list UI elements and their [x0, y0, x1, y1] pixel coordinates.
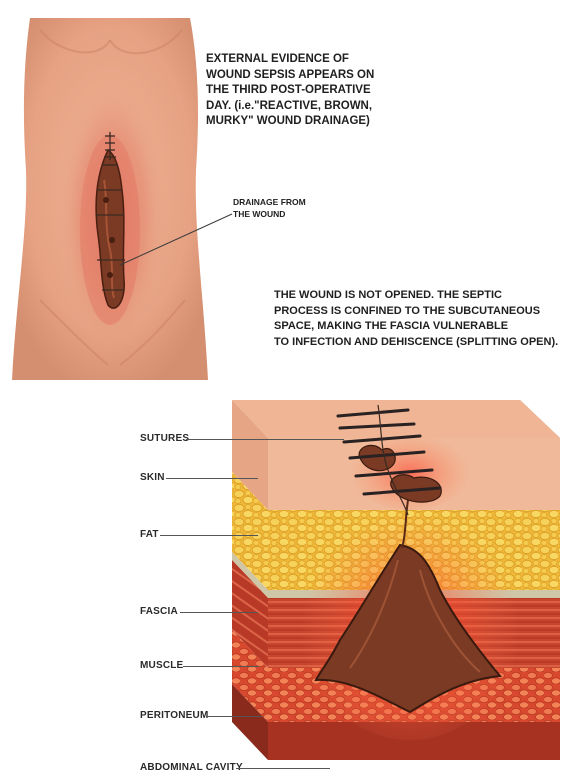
label-sutures: SUTURES	[140, 433, 189, 445]
leader-skin	[166, 478, 258, 479]
leader-fascia	[180, 612, 258, 613]
caption-line: THE THIRD POST-OPERATIVE	[206, 83, 374, 99]
caption-line: THE WOUND IS NOT OPENED. THE SEPTIC	[274, 288, 558, 304]
caption-line: DAY. (i.e."REACTIVE, BROWN,	[206, 99, 374, 115]
caption-line: SPACE, MAKING THE FASCIA VULNERABLE	[274, 319, 558, 335]
label-muscle: MUSCLE	[140, 660, 183, 672]
label-fascia: FASCIA	[140, 606, 178, 618]
leader-muscle	[183, 666, 259, 667]
drainage-label: DRAINAGE FROM THE WOUND	[233, 196, 306, 220]
caption-line: DRAINAGE FROM	[233, 196, 306, 208]
leader-sutures	[186, 439, 344, 440]
label-fat: FAT	[140, 529, 159, 541]
caption-septic-process: THE WOUND IS NOT OPENED. THE SEPTIC PROC…	[274, 288, 558, 350]
label-abdominal-cavity: ABDOMINAL CAVITY	[140, 762, 243, 774]
caption-line: WOUND SEPSIS APPEARS ON	[206, 68, 374, 84]
caption-line: THE WOUND	[233, 208, 306, 220]
caption-wound-sepsis: EXTERNAL EVIDENCE OF WOUND SEPSIS APPEAR…	[206, 52, 374, 130]
caption-line: MURKY" WOUND DRAINAGE)	[206, 114, 374, 130]
leader-fat	[160, 535, 258, 536]
caption-line: EXTERNAL EVIDENCE OF	[206, 52, 374, 68]
label-peritoneum: PERITONEUM	[140, 710, 209, 722]
caption-line: TO INFECTION AND DEHISCENCE (SPLITTING O…	[274, 335, 558, 351]
caption-line: PROCESS IS CONFINED TO THE SUBCUTANEOUS	[274, 304, 558, 320]
leader-abdominal-cavity	[236, 768, 330, 769]
leader-peritoneum	[206, 716, 262, 717]
abdomen-illustration	[12, 18, 232, 380]
tissue-cross-section	[232, 400, 560, 760]
label-skin: SKIN	[140, 472, 165, 484]
